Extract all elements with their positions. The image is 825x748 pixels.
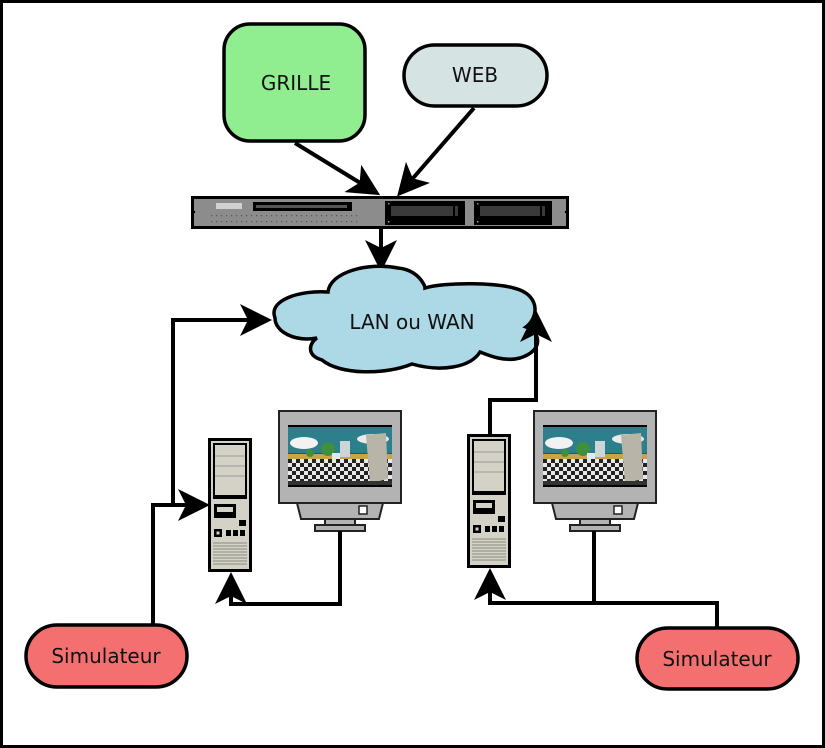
server-vent-dot	[301, 221, 303, 223]
server-vent-dot	[281, 221, 283, 223]
server-vent-dot	[331, 215, 333, 217]
server-vent-dot	[246, 215, 248, 217]
server-vent-dot	[341, 215, 343, 217]
server-vent-dot	[276, 215, 278, 217]
simulator-left-label: Simulateur	[51, 644, 161, 668]
simulator-right-node: Simulateur	[635, 626, 800, 691]
computer-right-monitor	[534, 411, 656, 531]
server-vent-dot	[336, 221, 338, 223]
server-vent-dot	[216, 215, 218, 217]
server-vent-dot	[251, 215, 253, 217]
grille-label: GRILLE	[261, 71, 331, 95]
edge-right-computer-to-network	[488, 310, 552, 434]
server-vent-dot	[301, 215, 303, 217]
server-vent-dot	[266, 221, 268, 223]
server-vent-dot	[251, 221, 253, 223]
edge-right-monitor-to-computer	[474, 531, 596, 605]
server-vent-dot	[311, 215, 313, 217]
computer-right-tower	[466, 433, 512, 569]
server-vent-dot	[256, 215, 258, 217]
server-vent-dot	[256, 221, 258, 223]
server-vent-dot	[231, 215, 233, 217]
server-vent-dot	[341, 221, 343, 223]
server-vent-dot	[276, 221, 278, 223]
server-vent-dot	[351, 221, 353, 223]
server-vent-dot	[266, 215, 268, 217]
server-vent-dot	[356, 215, 358, 217]
computer-left-monitor	[279, 411, 401, 531]
server-vent-dot	[226, 215, 228, 217]
server-label-plate	[216, 203, 242, 209]
server-vent-dot	[221, 221, 223, 223]
server-vent-dot	[326, 215, 328, 217]
server-vent-dot	[216, 221, 218, 223]
network-cloud: LAN ou WAN	[272, 264, 540, 374]
server-vent-dot	[271, 215, 273, 217]
server-vent-dot	[326, 221, 328, 223]
computer-left-tower	[207, 437, 253, 573]
server-vent-dot	[286, 215, 288, 217]
server-vent-dot	[331, 221, 333, 223]
edge-web-to-server	[397, 106, 476, 197]
server-vent-dot	[286, 221, 288, 223]
server-vent-dot	[296, 215, 298, 217]
edge-grille-to-server	[293, 141, 381, 196]
network-label: LAN ou WAN	[349, 310, 474, 334]
server-vent-dot	[221, 215, 223, 217]
edge-left-simulator-to-computer	[151, 489, 210, 626]
server-vent-dot	[311, 221, 313, 223]
server-vent-dot	[281, 215, 283, 217]
server-vent-dot	[261, 215, 263, 217]
server-vent-dot	[271, 221, 273, 223]
server-vent-dot	[306, 221, 308, 223]
server-vent-dot	[231, 221, 233, 223]
web-node: WEB	[402, 43, 549, 108]
edge-right-simulator-to-computer	[594, 601, 719, 628]
server-vent-dot	[291, 215, 293, 217]
edge-left-computer-to-network	[171, 304, 272, 505]
server-vent-dot	[211, 215, 213, 217]
server-vent-dot	[226, 221, 228, 223]
grille-node: GRILLE	[222, 22, 367, 143]
server-vent-dot	[246, 221, 248, 223]
server-vent-dot	[236, 215, 238, 217]
server-vent-dot	[346, 221, 348, 223]
simulator-left-node: Simulateur	[24, 623, 189, 689]
server-vent-dot	[356, 221, 358, 223]
edge-left-monitor-to-computer	[215, 531, 342, 606]
server-vent-dot	[346, 215, 348, 217]
server-vent-dot	[296, 221, 298, 223]
server-vent-dot	[336, 215, 338, 217]
server-vent-dot	[321, 215, 323, 217]
server-vent-dot	[236, 221, 238, 223]
server-vent-dot	[316, 215, 318, 217]
server-vent-dot	[211, 221, 213, 223]
server-rack	[191, 196, 569, 229]
server-vent-dot	[241, 215, 243, 217]
server-vent-dot	[306, 215, 308, 217]
server-vent-dot	[351, 215, 353, 217]
server-vent-dot	[291, 221, 293, 223]
web-label: WEB	[452, 63, 498, 87]
simulator-right-label: Simulateur	[662, 647, 772, 671]
simulator-left-box	[24, 623, 189, 689]
server-vent-dot	[241, 221, 243, 223]
server-vent-dot	[316, 221, 318, 223]
web-box	[402, 43, 549, 108]
grille-box	[222, 22, 367, 143]
server-vent-dot	[321, 221, 323, 223]
server-vent-dot	[261, 221, 263, 223]
simulator-right-box	[635, 626, 800, 691]
